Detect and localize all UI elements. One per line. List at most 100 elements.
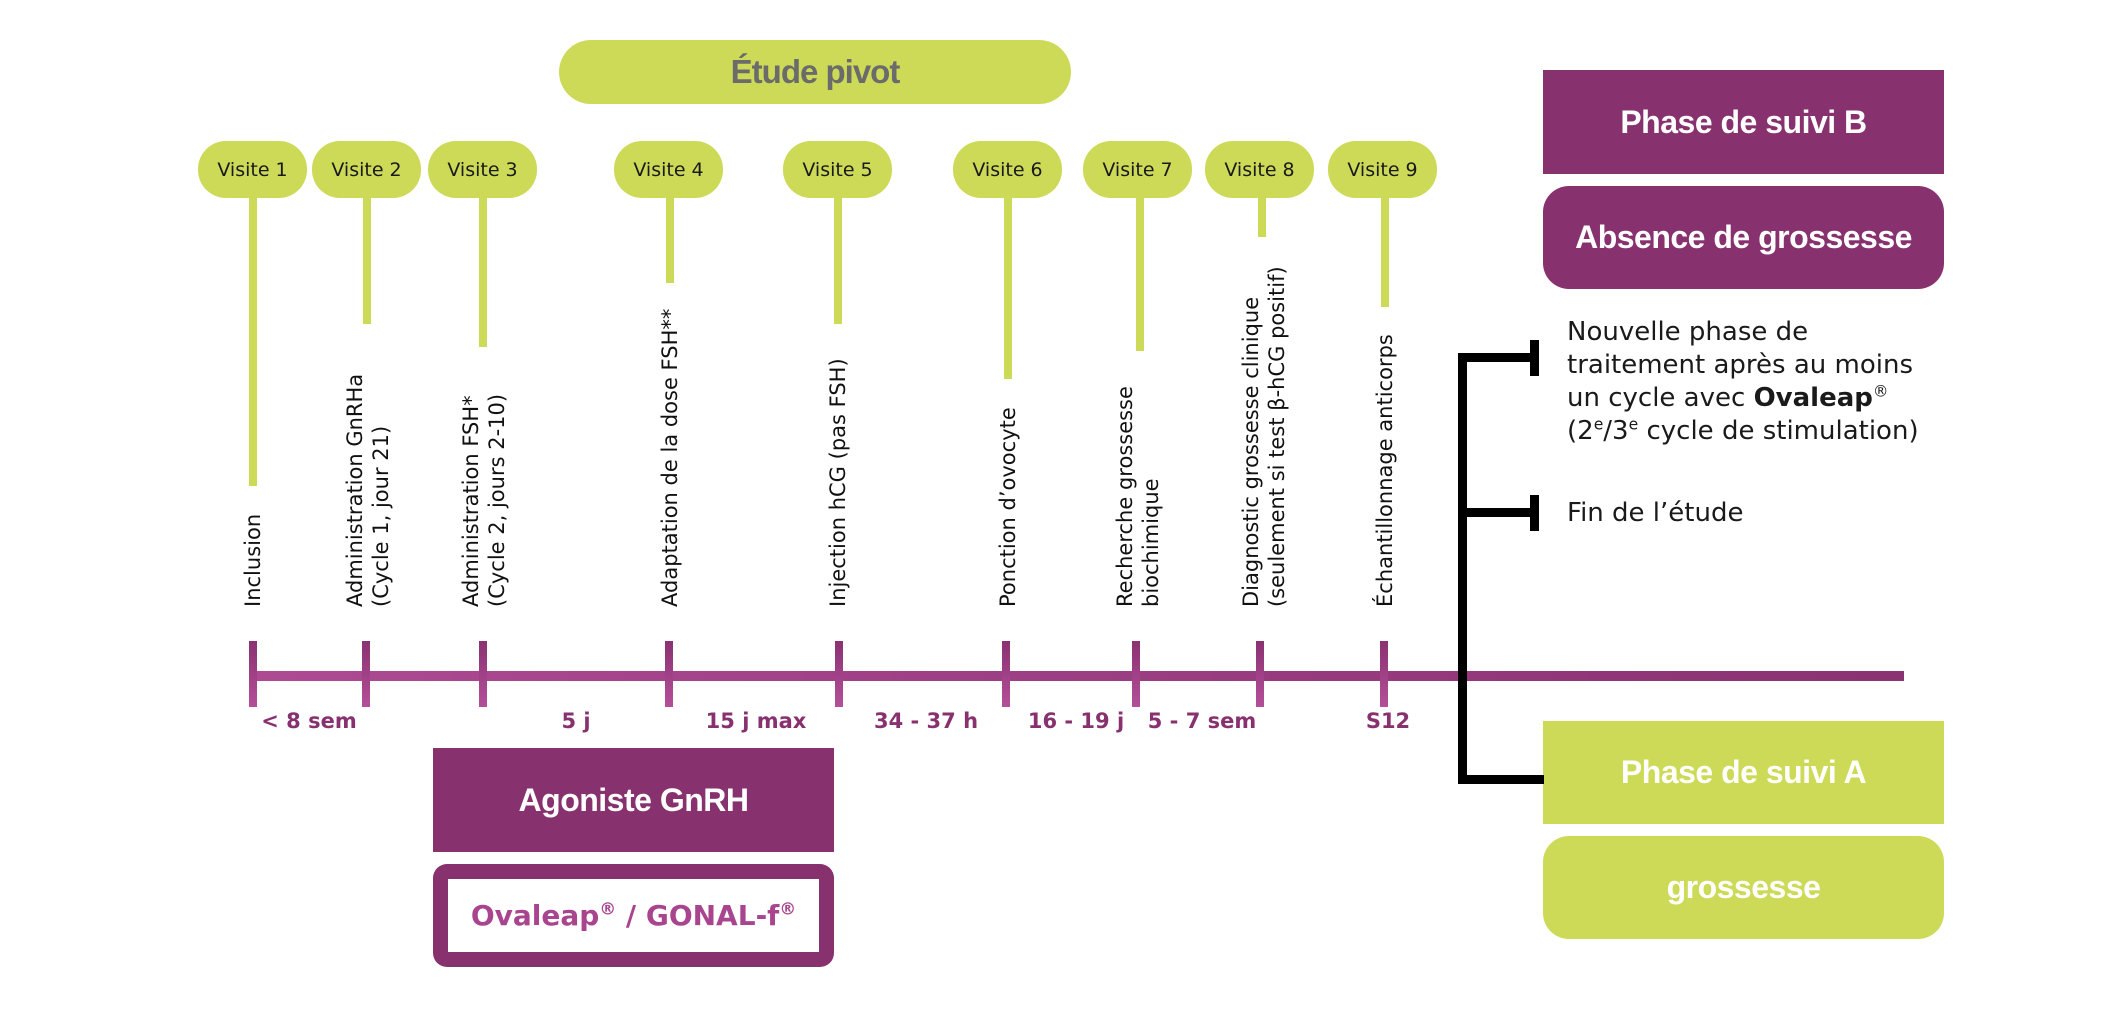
follow-up-phase-b: Phase de suivi B (1543, 70, 1944, 174)
visit-label: Visite 6 (972, 158, 1043, 181)
product-ovaleap: Ovaleap (470, 899, 600, 932)
pregnancy-box: grossesse (1543, 836, 1944, 939)
visit-label: Visite 8 (1224, 158, 1295, 181)
registered-mark: ® (779, 898, 797, 919)
timeline-tick (1256, 641, 1264, 707)
visit-2-bubble: Visite 2 (312, 141, 421, 198)
phase-a-label: Phase de suivi A (1620, 754, 1867, 790)
product-gonal-f: / GONAL-f (616, 899, 780, 932)
phase-b-label: Phase de suivi B (1620, 103, 1867, 140)
timeline-tick (835, 641, 843, 707)
visit-7-bubble: Visite 7 (1083, 141, 1192, 198)
visit-label: Visite 3 (447, 158, 518, 181)
visit-1-connector (249, 195, 257, 486)
gnrh-agonist-label: Agoniste GnRH (518, 781, 749, 818)
note-text: (2 (1567, 416, 1594, 446)
event-line: Échantillonnage anticorps (1373, 334, 1397, 607)
event-line: (Cycle 2, jours 2-10) (485, 393, 509, 607)
visit-8-bubble: Visite 8 (1205, 141, 1314, 198)
timeline-axis (250, 671, 1904, 681)
visit-4-connector (666, 195, 674, 283)
end-of-study-note: Fin de l’étude (1567, 497, 1743, 530)
timeline-tick (362, 641, 370, 707)
visit-6-bubble: Visite 6 (953, 141, 1062, 198)
timeline-tick (1002, 641, 1010, 707)
visit-1-bubble: Visite 1 (198, 141, 307, 198)
visit-9-bubble: Visite 9 (1328, 141, 1437, 198)
event-line: Administration GnRHa (343, 373, 367, 607)
visit-3-connector (479, 195, 487, 347)
timeline-tick (665, 641, 673, 707)
visit-label: Visite 5 (802, 158, 873, 181)
duration-label: 16 - 19 j (1027, 709, 1125, 733)
event-line: Recherche grossesse (1113, 386, 1137, 607)
visit-2-connector (363, 195, 371, 324)
visit-9-connector (1381, 195, 1389, 307)
timeline-tick (479, 641, 487, 707)
duration-label: S12 (1365, 709, 1411, 733)
event-line: Ponction d’ovocyte (996, 407, 1020, 607)
visit-4-bubble: Visite 4 (614, 141, 723, 198)
event-line: Diagnostic grossesse clinique (1239, 296, 1263, 607)
products-label: Ovaleap® / GONAL-f® (471, 899, 796, 932)
visit-label: Visite 9 (1347, 158, 1418, 181)
ordinal-suffix: e (1593, 415, 1604, 434)
bracket-vertical (1458, 353, 1467, 784)
note-line: Nouvelle phase de (1567, 317, 1809, 347)
event-label-antibody-sampling: Échantillonnage anticorps (1372, 334, 1398, 607)
note-line: (2e/3e cycle de stimulation) (1567, 415, 1919, 448)
visit-label: Visite 7 (1102, 158, 1173, 181)
timeline-tick (249, 641, 257, 707)
visit-3-bubble: Visite 3 (428, 141, 537, 198)
visit-label: Visite 2 (331, 158, 402, 181)
event-label-fsh: Administration FSH* (Cycle 2, jours 2-10… (458, 394, 510, 607)
note-text: un cycle avec (1567, 383, 1754, 413)
event-line: Injection hCG (pas FSH) (826, 358, 850, 607)
visit-label: Visite 1 (217, 158, 288, 181)
bracket-branch-end-of-study (1458, 508, 1538, 517)
products-box: Ovaleap® / GONAL-f® (433, 864, 834, 967)
visit-5-bubble: Visite 5 (783, 141, 892, 198)
duration-label: 5 - 7 sem (1147, 709, 1257, 733)
note-line: Fin de l’étude (1567, 498, 1744, 528)
bracket-branch-new-treatment (1458, 353, 1538, 362)
duration-label: < 8 sem (261, 709, 357, 733)
timeline-tick (1380, 641, 1388, 707)
study-title: Étude pivot (730, 53, 901, 90)
event-label-inclusion: Inclusion (240, 514, 266, 607)
event-line: Adaptation de la dose FSH** (658, 308, 682, 607)
visit-label: Visite 4 (633, 158, 704, 181)
event-label-oocyte-retrieval: Ponction d’ovocyte (995, 407, 1021, 607)
note-line: un cycle avec Ovaleap® (1567, 382, 1919, 415)
registered-mark: ® (1872, 382, 1889, 401)
note-text: /3 (1603, 416, 1629, 446)
event-line: (Cycle 1, jour 21) (369, 425, 393, 607)
bracket-endcap (1530, 340, 1539, 376)
visit-7-connector (1136, 195, 1144, 351)
event-label-hcg-injection: Injection hCG (pas FSH) (825, 358, 851, 607)
ordinal-suffix: e (1628, 415, 1639, 434)
event-label-clinical-pregnancy: Diagnostic grossesse clinique (seulement… (1238, 266, 1290, 607)
no-pregnancy-box: Absence de grossesse (1543, 186, 1944, 289)
event-line: Inclusion (241, 513, 265, 607)
note-text: cycle de stimulation) (1638, 416, 1919, 446)
event-line: Administration FSH* (459, 395, 483, 607)
registered-mark: ® (599, 898, 617, 919)
visit-8-connector (1258, 195, 1266, 237)
no-pregnancy-label: Absence de grossesse (1575, 219, 1912, 255)
event-label-dose-adaptation: Adaptation de la dose FSH** (657, 309, 683, 607)
pregnancy-label: grossesse (1666, 869, 1821, 905)
gnrh-agonist-box: Agoniste GnRH (433, 748, 834, 852)
study-title-pill: Étude pivot (559, 40, 1071, 104)
duration-label: 15 j max (705, 709, 807, 733)
visit-5-connector (834, 195, 842, 324)
event-label-biochemical-pregnancy: Recherche grossesse biochimique (1112, 386, 1164, 607)
bracket-endcap (1530, 495, 1539, 531)
bracket-branch-phase-a (1458, 775, 1544, 784)
event-line: biochimique (1139, 478, 1163, 607)
timeline-tick (1132, 641, 1140, 707)
duration-label: 5 j (561, 709, 591, 733)
duration-label: 34 - 37 h (873, 709, 979, 733)
ovaleap-bold: Ovaleap (1753, 383, 1873, 413)
new-treatment-note: Nouvelle phase de traitement après au mo… (1567, 316, 1919, 448)
